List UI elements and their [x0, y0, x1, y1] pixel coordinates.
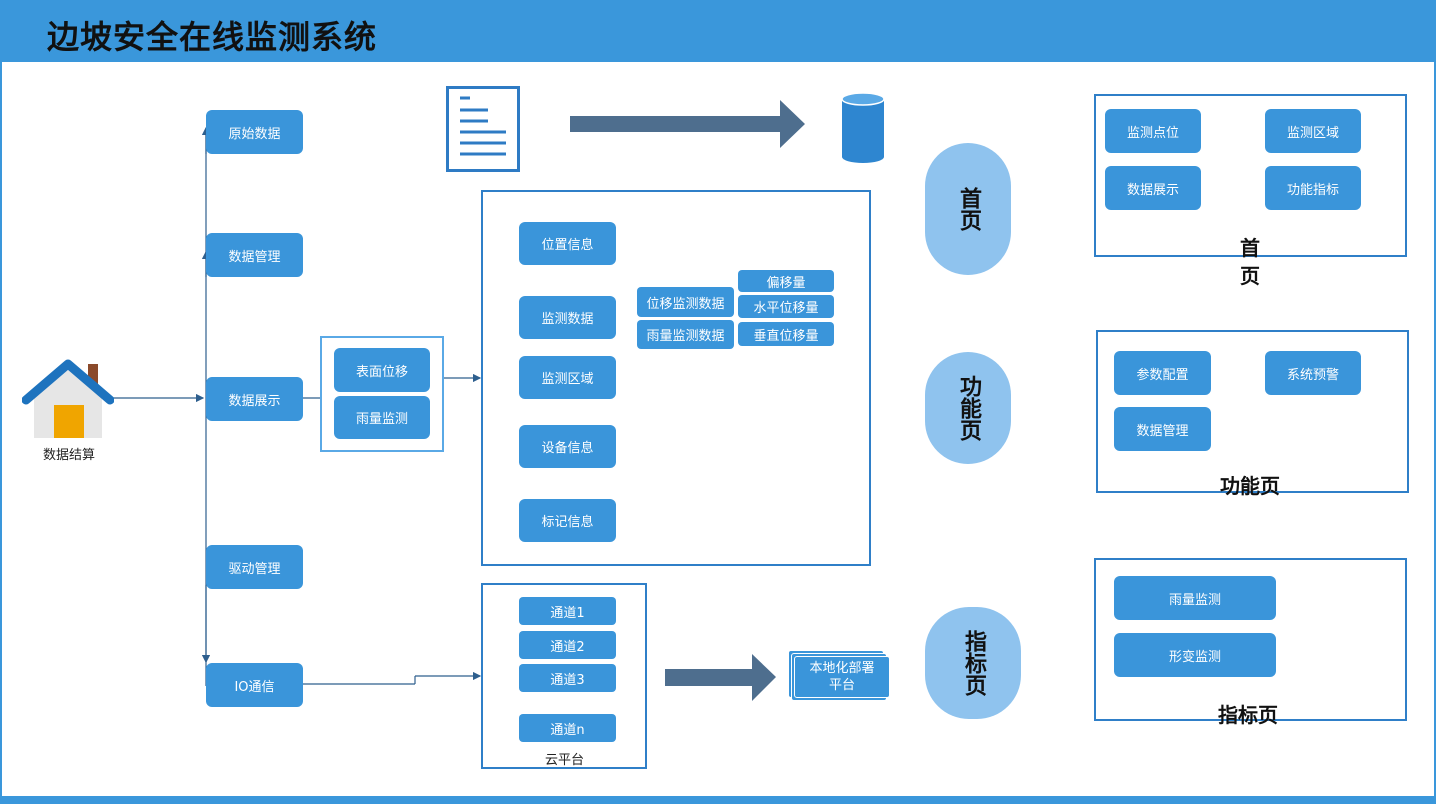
- local-deployment-platform[interactable]: 本地化部署 平台: [794, 656, 890, 698]
- index-item[interactable]: 雨量监测: [1114, 576, 1276, 620]
- pill-home[interactable]: 首页: [925, 143, 1011, 275]
- menu-raw-data[interactable]: 原始数据: [206, 110, 303, 154]
- big-arrow-bottom: [665, 654, 776, 701]
- data-panel-item[interactable]: 位置信息: [519, 222, 616, 265]
- pill-function[interactable]: 功能页: [925, 352, 1011, 464]
- function-item[interactable]: 数据管理: [1114, 407, 1211, 451]
- bottom-bar: [0, 796, 1436, 804]
- channel-button[interactable]: 通道2: [519, 631, 616, 659]
- page-title: 边坡安全在线监测系统: [47, 18, 378, 56]
- header-bar: [0, 0, 1436, 62]
- menu-data-display[interactable]: 数据展示: [206, 377, 303, 421]
- data-panel-item[interactable]: 监测区域: [519, 356, 616, 399]
- channel-button[interactable]: 通道1: [519, 597, 616, 625]
- menu-data-management[interactable]: 数据管理: [206, 233, 303, 277]
- index-caption: 指标页: [1218, 703, 1278, 727]
- function-caption: 功能页: [1220, 474, 1280, 498]
- data-panel-item[interactable]: 监测数据: [519, 296, 616, 339]
- function-item[interactable]: 系统预警: [1265, 351, 1361, 395]
- home-item[interactable]: 监测区域: [1265, 109, 1361, 153]
- menu-driver-management[interactable]: 驱动管理: [206, 545, 303, 589]
- channel-button[interactable]: 通道3: [519, 664, 616, 692]
- channel-button[interactable]: 通道n: [519, 714, 616, 742]
- pill-index[interactable]: 指标页: [925, 607, 1021, 719]
- big-arrow-top: [570, 100, 805, 148]
- data-panel-item[interactable]: 标记信息: [519, 499, 616, 542]
- offset-button[interactable]: 偏移量: [738, 270, 834, 292]
- surface-displacement-button[interactable]: 表面位移: [334, 348, 430, 392]
- menu-io-communication[interactable]: IO通信: [206, 663, 303, 707]
- vertical-displacement-button[interactable]: 垂直位移量: [738, 322, 834, 346]
- house-icon: [22, 359, 114, 438]
- function-item[interactable]: 参数配置: [1114, 351, 1211, 395]
- home-item[interactable]: 数据展示: [1105, 166, 1201, 210]
- displacement-data-button[interactable]: 位移监测数据: [637, 287, 734, 317]
- local-deployment-line1: 本地化部署: [809, 661, 875, 676]
- home-caption: 首页: [1240, 236, 1260, 288]
- database-icon: [841, 92, 885, 163]
- rainfall-monitoring-button[interactable]: 雨量监测: [334, 396, 430, 439]
- index-item[interactable]: 形变监测: [1114, 633, 1276, 677]
- data-panel-item[interactable]: 设备信息: [519, 425, 616, 468]
- cloud-platform-label: 云平台: [545, 753, 585, 768]
- house-label: 数据结算: [43, 448, 96, 463]
- home-item[interactable]: 功能指标: [1265, 166, 1361, 210]
- horizontal-displacement-button[interactable]: 水平位移量: [738, 295, 834, 318]
- document-icon: [446, 86, 520, 172]
- local-deployment-line2: 平台: [828, 678, 855, 693]
- home-item[interactable]: 监测点位: [1105, 109, 1201, 153]
- rainfall-data-button[interactable]: 雨量监测数据: [637, 320, 734, 349]
